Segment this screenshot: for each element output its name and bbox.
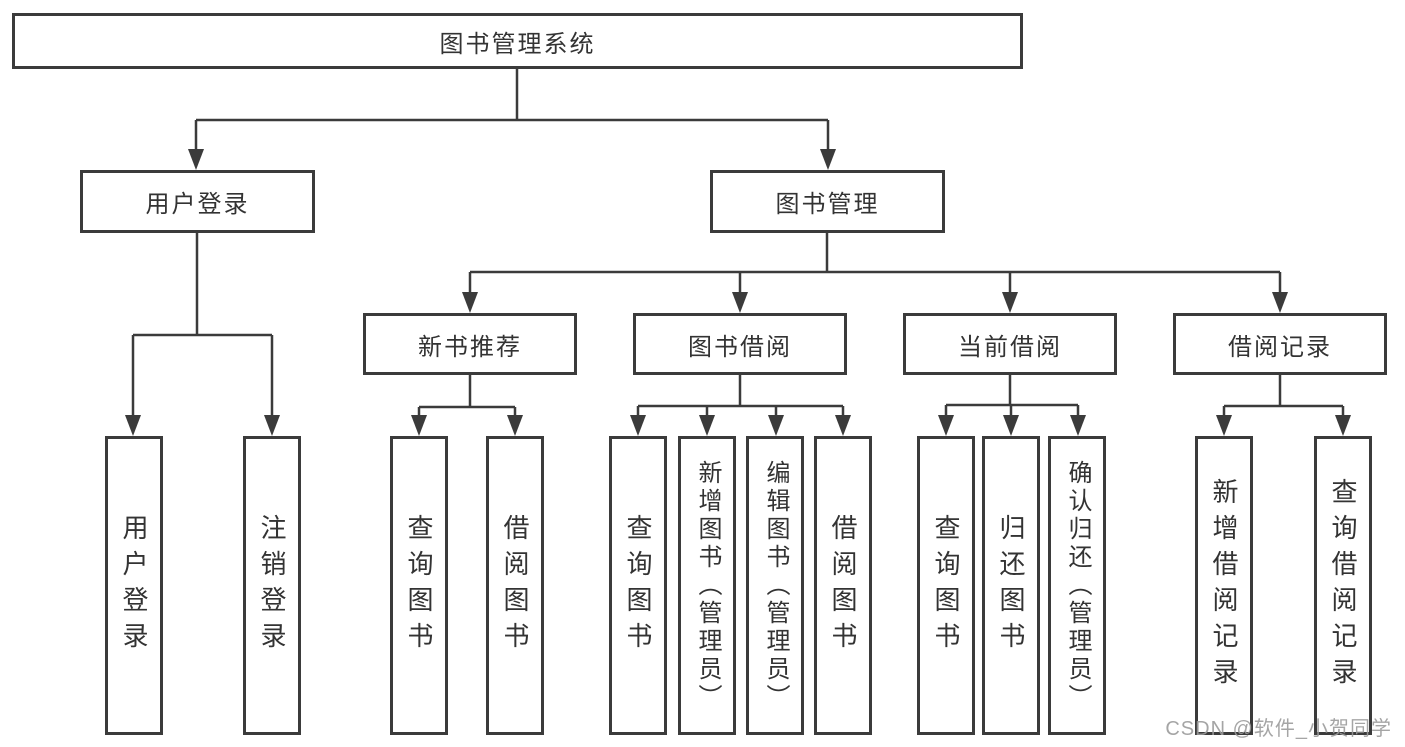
node-root: 图书管理系统 <box>12 13 1023 69</box>
leaf-return-book: 归还图书 <box>982 436 1040 735</box>
node-current-borrow-label: 当前借阅 <box>958 333 1062 361</box>
leaf-query-books-current: 查询图书 <box>917 436 975 735</box>
leaf-user-login: 用户登录 <box>105 436 163 735</box>
leaf-query-books-recommend: 查询图书 <box>390 436 448 735</box>
node-book-borrow-label: 图书借阅 <box>688 333 792 361</box>
node-borrow-records: 借阅记录 <box>1173 313 1387 375</box>
watermark: CSDN @软件_小贺同学 <box>1165 718 1392 740</box>
node-borrow-records-label: 借阅记录 <box>1228 333 1332 361</box>
node-book-management-label: 图书管理 <box>775 191 880 218</box>
node-new-book-recommend: 新书推荐 <box>363 313 577 375</box>
node-new-book-recommend-label: 新书推荐 <box>418 333 522 361</box>
node-current-borrow: 当前借阅 <box>903 313 1117 375</box>
leaf-confirm-return-admin: 确认归还（管理员） <box>1048 436 1106 735</box>
leaf-borrow-books: 借阅图书 <box>814 436 872 735</box>
leaf-add-book-admin: 新增图书（管理员） <box>678 436 736 735</box>
node-user-login: 用户登录 <box>80 170 315 233</box>
leaf-query-borrow-record: 查询借阅记录 <box>1314 436 1372 735</box>
node-root-label: 图书管理系统 <box>439 30 596 58</box>
arrowheads <box>125 149 1351 436</box>
node-book-management: 图书管理 <box>710 170 945 233</box>
node-user-login-label: 用户登录 <box>145 191 250 218</box>
node-book-borrow: 图书借阅 <box>633 313 847 375</box>
leaf-logout: 注销登录 <box>243 436 301 735</box>
leaf-borrow-books-recommend: 借阅图书 <box>486 436 544 735</box>
leaf-query-books-borrow: 查询图书 <box>609 436 667 735</box>
leaf-edit-book-admin: 编辑图书（管理员） <box>746 436 804 735</box>
leaf-add-borrow-record: 新增借阅记录 <box>1195 436 1253 735</box>
